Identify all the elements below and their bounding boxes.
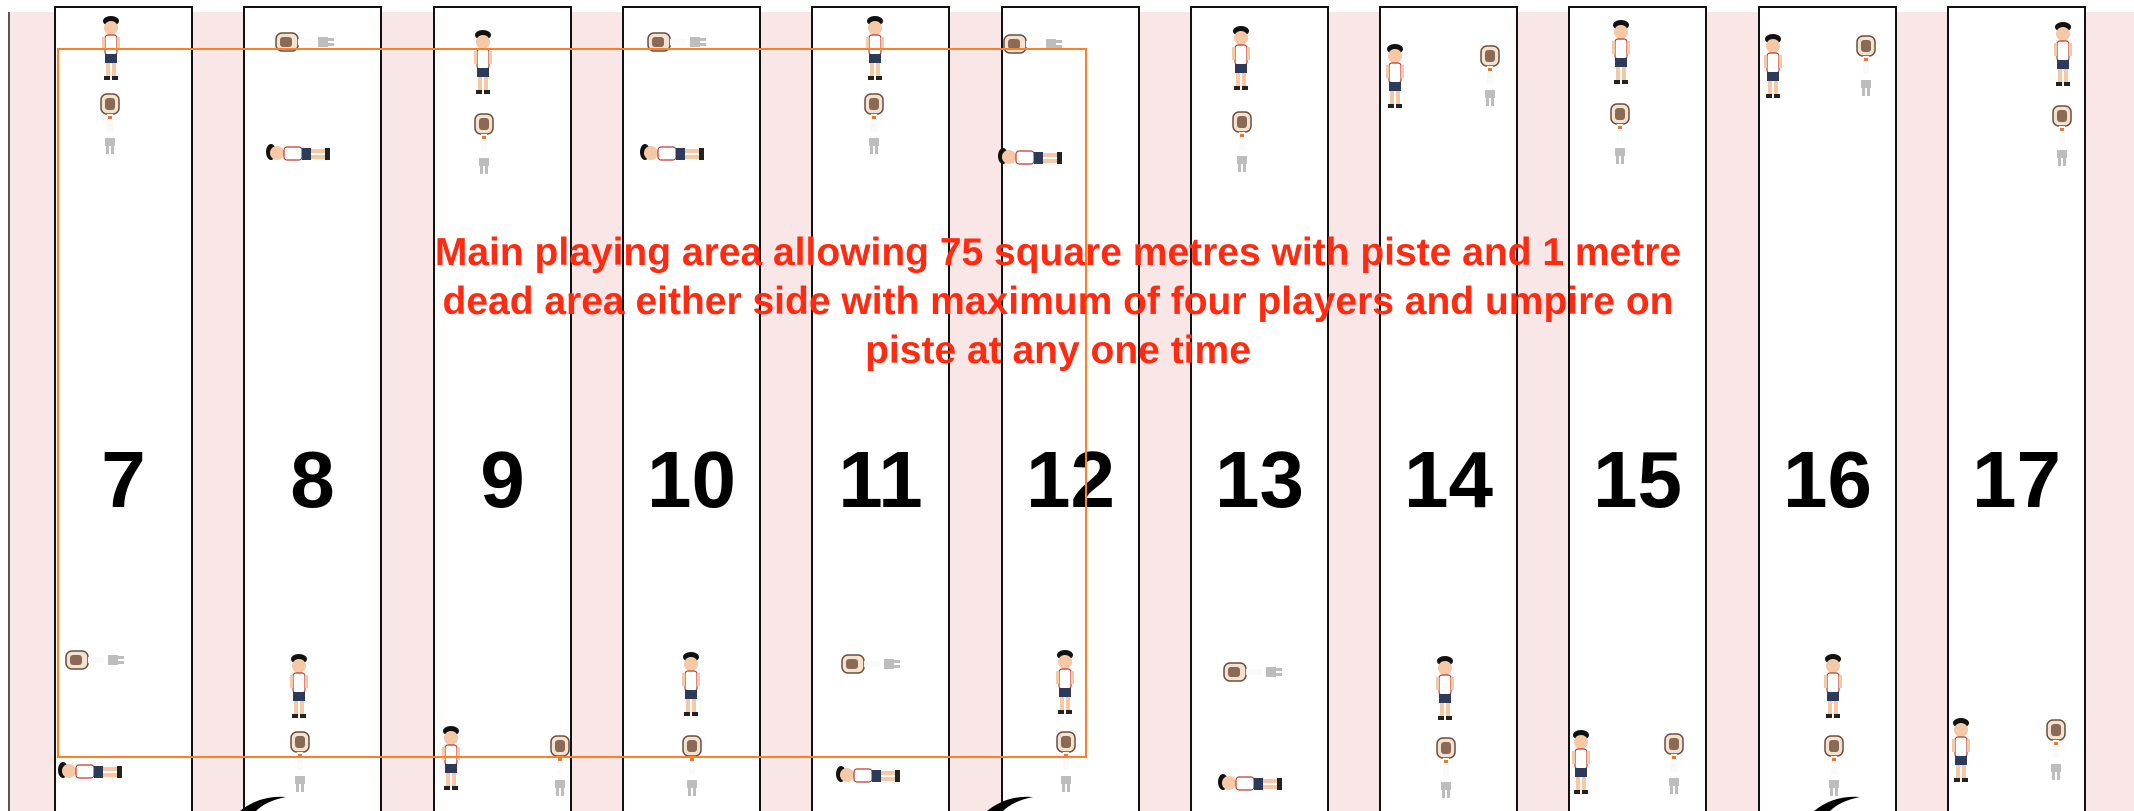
piste-number: 17 [1949,440,2084,520]
piste-number: 16 [1760,440,1895,520]
piste-number: 12 [1003,440,1138,520]
piste-11: 11 [811,6,950,811]
piste-14: 14 [1379,6,1518,811]
piste-number: 8 [245,440,380,520]
piste-number: 7 [56,440,191,520]
piste-10: 10 [622,6,761,811]
piste-number: 11 [813,440,948,520]
piste-15: 15 [1568,6,1707,811]
piste-7: 7 [54,6,193,811]
piste-16: 16 [1758,6,1897,811]
piste-17: 17 [1947,6,2086,811]
piste-12: 12 [1001,6,1140,811]
piste-9: 9 [433,6,572,811]
piste-13: 13 [1190,6,1329,811]
playing-area-caption: Main playing area allowing 75 square met… [418,228,1698,375]
piste-number: 13 [1192,440,1327,520]
piste-8: 8 [243,6,382,811]
piste-number: 15 [1570,440,1705,520]
piste-number: 10 [624,440,759,520]
piste-number: 9 [435,440,570,520]
piste-number: 14 [1381,440,1516,520]
